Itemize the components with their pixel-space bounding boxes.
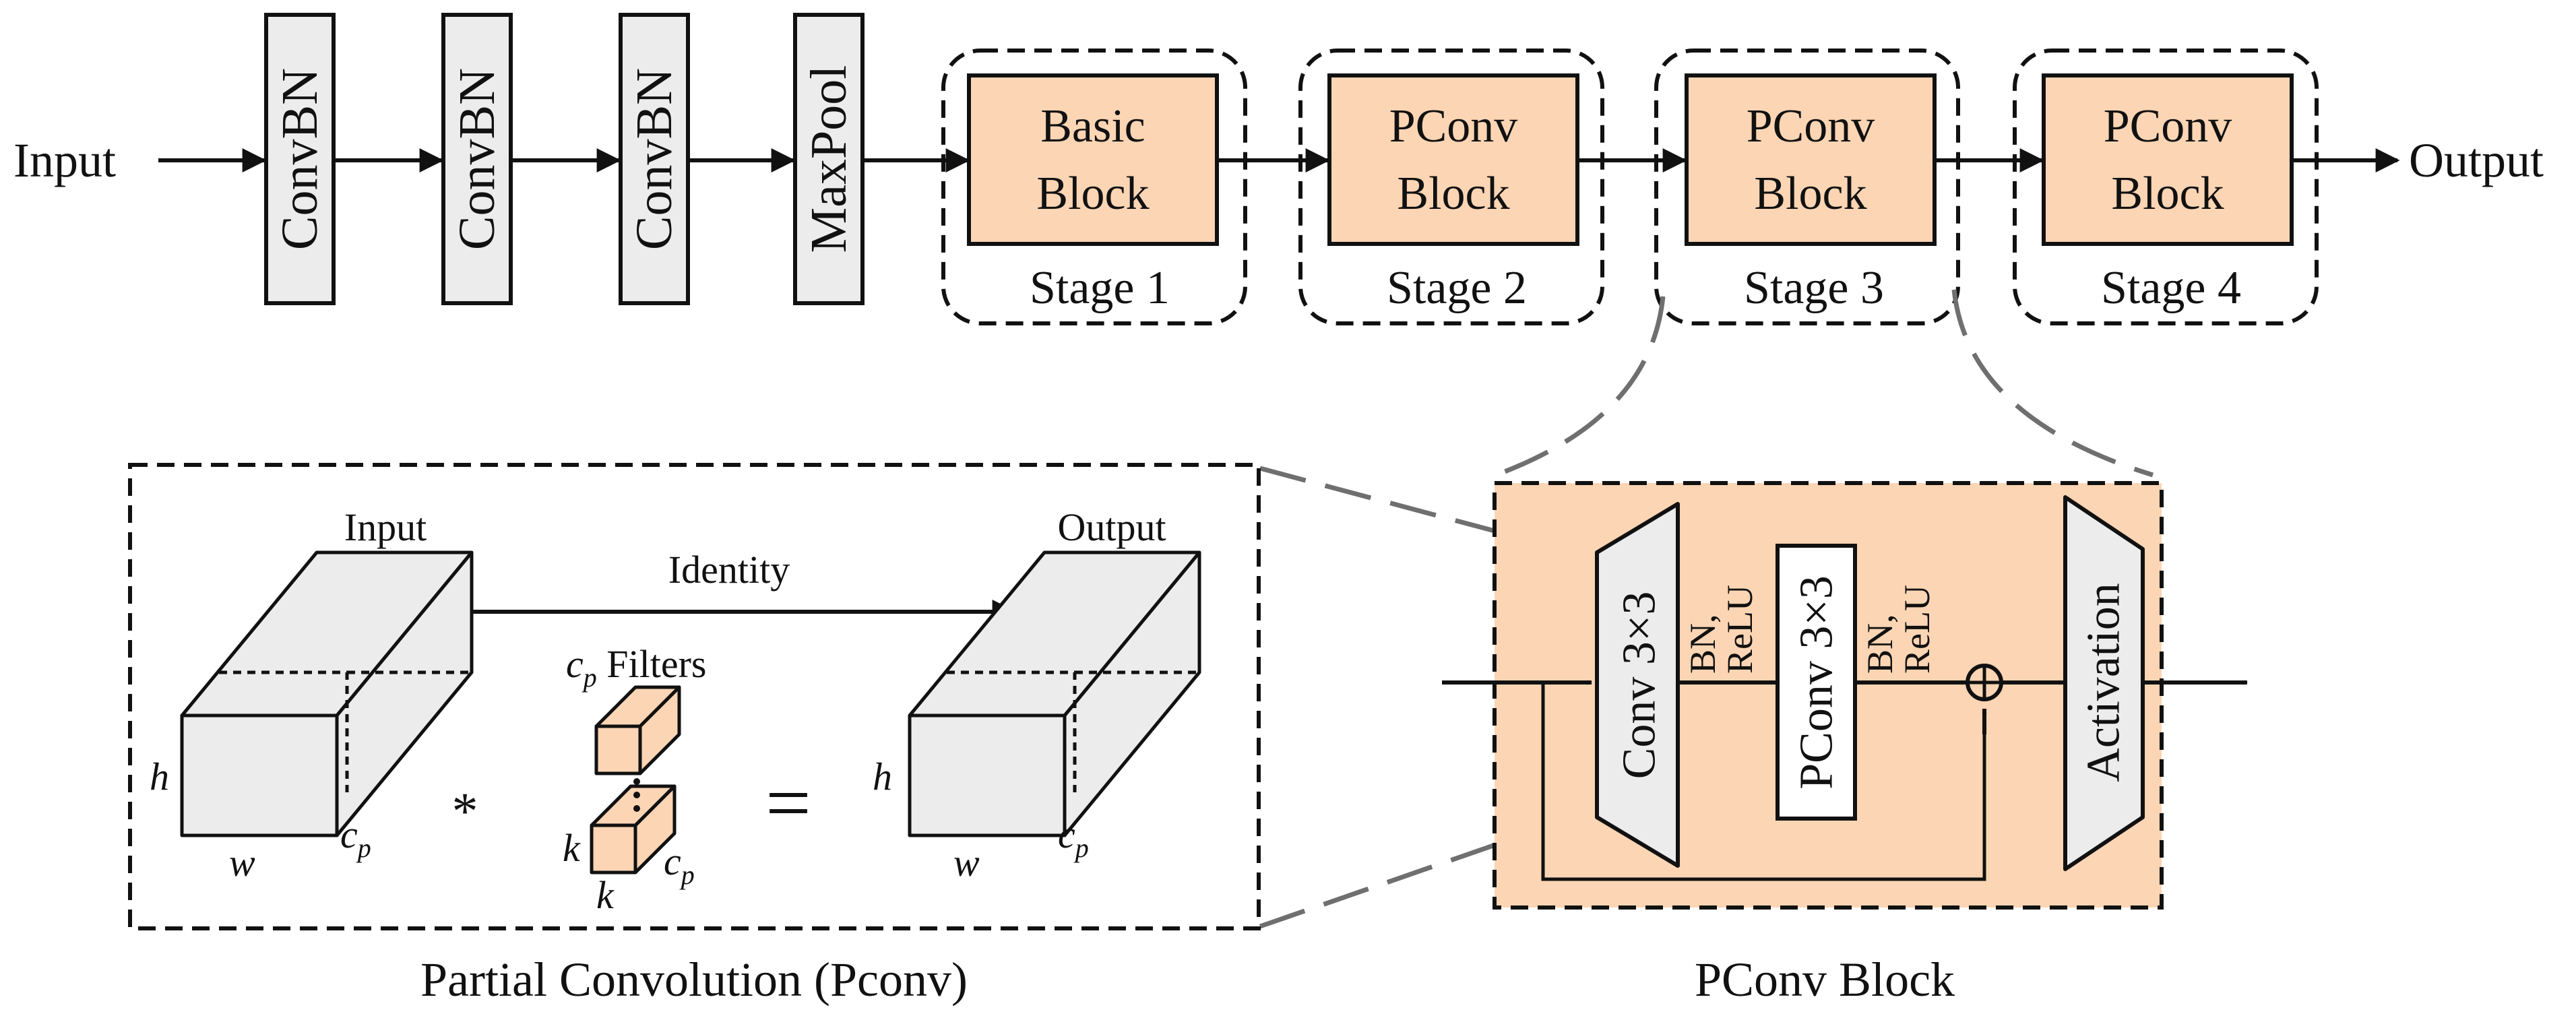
- filter-cube-top-front: [594, 724, 642, 775]
- stage-1-block: [967, 73, 1219, 246]
- pconv-caption: Partial Convolution (Pconv): [420, 953, 968, 1007]
- input-cp-label: cp: [340, 813, 371, 863]
- stage-1-frame: [941, 49, 1247, 325]
- output-cp-label: cp: [1058, 813, 1089, 863]
- pconv-input-cube: [180, 550, 474, 837]
- pconv3x3-box: [1776, 544, 1857, 821]
- filter-ellipsis-dots: [633, 778, 640, 812]
- convolve-symbol: *: [452, 782, 478, 840]
- stage-4-block: [2042, 73, 2294, 246]
- stage-2-block: [1327, 73, 1579, 246]
- filter-cp-label: cp: [664, 839, 695, 890]
- input-w-label: w: [229, 841, 255, 885]
- filters-label: cp Filters: [566, 642, 706, 693]
- maxpool-box: [793, 13, 865, 305]
- output-w-label: w: [953, 841, 980, 885]
- filter-cube-top: [594, 685, 681, 775]
- stage-3-block-line2: Block: [1754, 168, 1866, 220]
- pconv-output-cube: [908, 550, 1201, 837]
- convbn-1-label: ConvBN: [272, 68, 328, 250]
- backbone-output-label: Output: [2409, 133, 2544, 187]
- stage-2-frame: [1298, 49, 1604, 325]
- output-cube-front: [908, 713, 1067, 837]
- stage-3-block-line1: PConv: [1747, 100, 1875, 152]
- stage-1-block-line2: Block: [1036, 168, 1149, 220]
- add-node: [1966, 664, 2003, 701]
- convbn-3-label: ConvBN: [626, 68, 683, 250]
- stage-2: PConv Block Stage 2: [1298, 49, 1604, 325]
- stage-4-label: Stage 4: [2101, 262, 2241, 314]
- identity-label: Identity: [668, 548, 790, 592]
- maxpool-label: MaxPool: [800, 65, 857, 253]
- pconv-panel-frame: [128, 463, 1261, 930]
- stage-1-label: Stage 1: [1030, 262, 1170, 314]
- conv3x3-trapezoid: [1595, 502, 1680, 868]
- stage-3: PConv Block Stage 3: [1654, 49, 1960, 325]
- stage-3-label: Stage 3: [1744, 262, 1884, 314]
- stage-2-label: Stage 2: [1387, 262, 1527, 314]
- stage-3-frame: [1654, 49, 1960, 325]
- bn-relu-2-line1: BN,: [1860, 614, 1900, 674]
- layer-convbn-3: ConvBN: [619, 13, 690, 305]
- output-h-label: h: [873, 755, 892, 798]
- activation-label: Activation: [2078, 583, 2130, 782]
- filter-dot-1: [633, 778, 640, 785]
- bn-relu-1-line1: BN,: [1683, 614, 1723, 674]
- layer-convbn-1: ConvBN: [264, 13, 336, 305]
- stage-2-block-line2: Block: [1397, 168, 1509, 220]
- pconv-input-label: Input: [344, 505, 427, 549]
- filter-cube-bottom-front: [590, 823, 637, 874]
- output-cube-side: [1063, 550, 1201, 837]
- stage-2-block-line1: PConv: [1389, 100, 1518, 152]
- stage-4-block-line2: Block: [2111, 168, 2224, 220]
- zoom-curve-right: [1951, 289, 2154, 478]
- bn-relu-1-line2: ReLU: [1720, 585, 1760, 674]
- input-cube-side: [335, 550, 474, 837]
- stage-1-block-line1: Basic: [1040, 100, 1145, 152]
- filter-k-label: k: [563, 826, 581, 870]
- stage-4-block-line1: PConv: [2104, 100, 2232, 152]
- stage-1: Basic Block Stage 1: [941, 49, 1247, 325]
- bn-relu-2-line2: ReLU: [1897, 585, 1937, 674]
- pconv3x3-label: PConv 3×3: [1791, 575, 1843, 790]
- zoom-curve-left: [1495, 296, 1666, 478]
- pconv-output-label: Output: [1057, 505, 1166, 549]
- conv3x3-label: Conv 3×3: [1614, 592, 1666, 780]
- stage-4: PConv Block Stage 4: [2013, 49, 2319, 325]
- layer-maxpool: MaxPool: [793, 13, 865, 305]
- convbn-3-box: [619, 13, 690, 305]
- input-h-label: h: [150, 755, 169, 798]
- filter-dot-3: [633, 805, 640, 812]
- backbone-input-label: Input: [13, 133, 116, 187]
- filter-k-bottom-label: k: [596, 873, 615, 917]
- filter-dot-2: [633, 792, 640, 798]
- filter-cube-bottom: [590, 784, 677, 874]
- filter-cube-bottom-side: [633, 784, 677, 874]
- layer-convbn-2: ConvBN: [441, 13, 513, 305]
- residual-path: [1541, 682, 1986, 881]
- activation-trapezoid: [2063, 495, 2145, 871]
- convbn-2-label: ConvBN: [449, 68, 505, 250]
- filter-cube-top-side: [638, 685, 681, 775]
- pconv-block-caption: PConv Block: [1695, 953, 1955, 1007]
- equals-symbol: =: [765, 758, 811, 848]
- stage-3-block: [1685, 73, 1937, 246]
- stage-4-frame: [2013, 49, 2319, 325]
- input-cube-front: [180, 713, 339, 837]
